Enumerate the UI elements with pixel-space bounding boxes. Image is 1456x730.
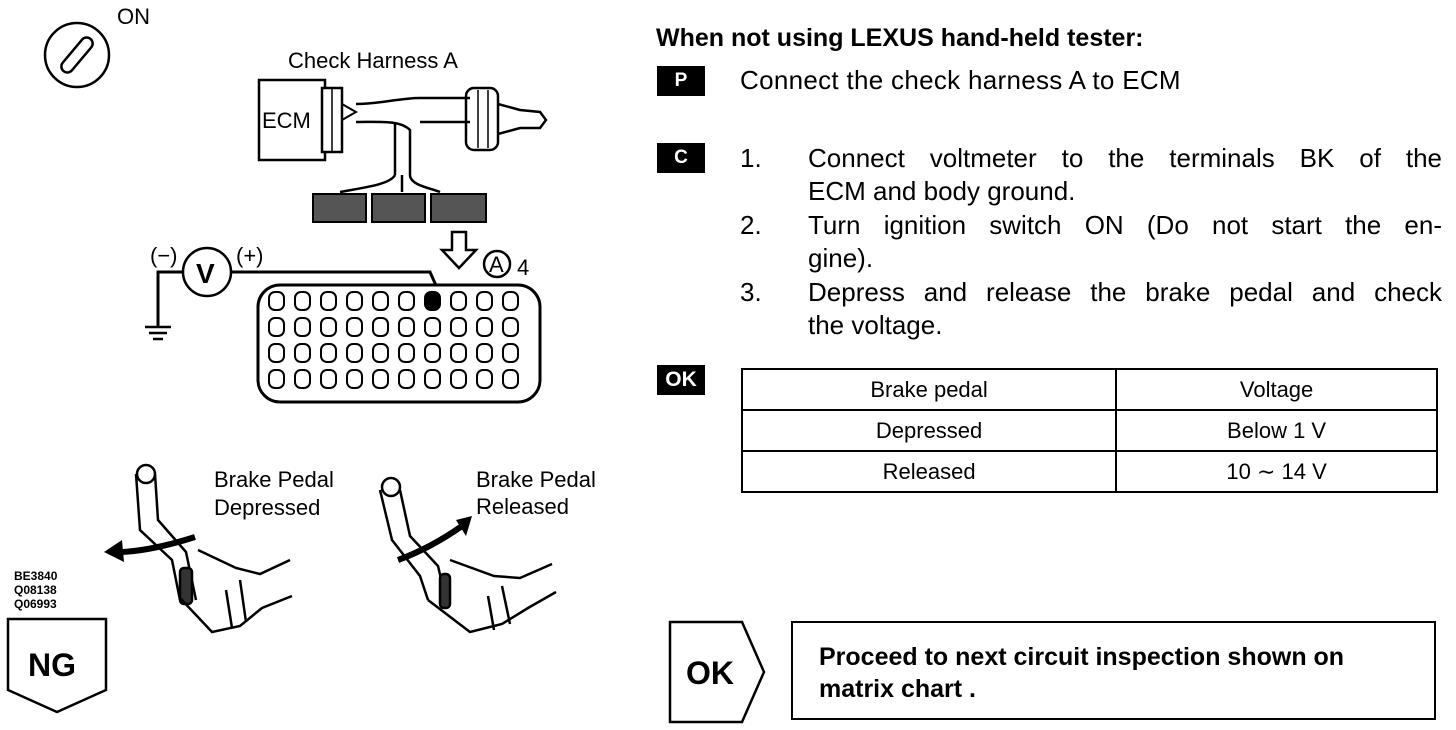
connector-pin	[294, 291, 311, 311]
connector-pin	[502, 369, 519, 389]
connector-pin	[476, 317, 493, 337]
table-row: Released 10 ∼ 14 V	[740, 450, 1438, 493]
connector-pin	[320, 291, 337, 311]
connector-pin	[476, 343, 493, 363]
ecm-box	[257, 78, 359, 162]
step-text-line: Turn ignition switch ON (Do not start th…	[808, 210, 1442, 240]
prep-tag: P	[657, 66, 705, 96]
connector-pin	[450, 343, 467, 363]
connector-pin	[424, 369, 441, 389]
connector-pin	[346, 291, 363, 311]
table-header-cell: Brake pedal	[740, 368, 1118, 411]
release-arrow-icon	[396, 523, 464, 563]
connector-letter: A	[489, 252, 504, 277]
connector-pin	[268, 369, 285, 389]
connector-pin	[424, 317, 441, 337]
connector-pin	[372, 369, 389, 389]
voltmeter-symbol: V	[196, 258, 215, 289]
table-cell: Below 1 V	[1115, 409, 1438, 452]
connector-pin	[476, 369, 493, 389]
connector-pin	[294, 317, 311, 337]
table-cell: 10 ∼ 14 V	[1115, 450, 1438, 493]
step-text-line: the voltage.	[808, 310, 943, 340]
figure-code-3: Q06993	[14, 597, 57, 611]
connector-number: 4	[517, 255, 529, 280]
pedal-depressed-illustration	[134, 463, 293, 634]
figure-code-2: Q08138	[14, 583, 57, 597]
connector-pin	[372, 291, 389, 311]
plus-terminal-label: (+)	[236, 243, 264, 268]
connector-a-circle	[482, 249, 512, 279]
ok-arrow-label: OK	[686, 655, 734, 691]
connector-pin	[268, 317, 285, 337]
check-harness	[339, 86, 548, 194]
depress-arrow-icon	[117, 534, 196, 555]
ng-badge: NG	[28, 647, 76, 683]
pedal-released-label-2: Released	[476, 494, 569, 519]
voltage-spec-table: Brake pedal Voltage Depressed Below 1 V …	[740, 368, 1438, 493]
terminal-bk-pin	[424, 291, 441, 311]
connector-pin	[372, 317, 389, 337]
pedal-depressed-label-2: Depressed	[214, 495, 320, 520]
result-box: Proceed to next circuit inspection shown…	[791, 621, 1436, 720]
table-header-row: Brake pedal Voltage	[740, 368, 1438, 411]
minus-terminal-label: (−)	[150, 243, 178, 268]
connector-pin	[398, 369, 415, 389]
result-text-line: Proceed to next circuit inspection shown…	[819, 643, 1345, 671]
table-header-cell: Voltage	[1115, 368, 1438, 411]
connector-pin	[450, 317, 467, 337]
wiring-illustration: ON Check Harness A ECM A 4 (−) (+) V	[6, 4, 596, 714]
ok-arrow-badge: OK	[668, 620, 766, 724]
step-text-line: Depress and release the brake pedal and …	[808, 277, 1442, 307]
ecm-label: ECM	[262, 108, 311, 133]
connector-pin	[398, 343, 415, 363]
connector-pin	[268, 343, 285, 363]
connector-pin	[346, 369, 363, 389]
step-number: 3.	[740, 277, 762, 307]
table-cell: Depressed	[740, 409, 1118, 452]
connector-pin	[294, 343, 311, 363]
connector-pin	[450, 369, 467, 389]
connector-pin	[398, 317, 415, 337]
pedal-depressed-label-1: Brake Pedal	[214, 467, 334, 492]
ignition-on-label: ON	[117, 4, 150, 29]
ok-tag: OK	[657, 365, 705, 395]
step-text-line: ECM and body ground.	[808, 176, 1076, 206]
check-tag: C	[657, 143, 705, 173]
step-text-line: Connect voltmeter to the terminals BK of…	[808, 143, 1442, 173]
ground-icon	[145, 325, 171, 341]
check-harness-label: Check Harness A	[288, 48, 458, 73]
connector-pin	[320, 369, 337, 389]
connector-pin	[320, 317, 337, 337]
down-arrow-icon	[439, 230, 479, 270]
step-text-line: gine).	[808, 243, 874, 273]
pedal-released-label-1: Brake Pedal	[476, 467, 596, 492]
connector-pin	[476, 291, 493, 311]
step-number: 2.	[740, 210, 762, 240]
figure-code-1: BE3840	[14, 569, 58, 583]
connector-pin	[502, 343, 519, 363]
ecm-connector-pin-grid	[256, 283, 542, 404]
ignition-key-icon	[43, 21, 111, 89]
connector-pin	[398, 291, 415, 311]
connector-pin	[502, 291, 519, 311]
connector-pin	[502, 317, 519, 337]
connector-pin	[450, 291, 467, 311]
connector-pin	[424, 343, 441, 363]
connector-pin	[372, 343, 389, 363]
section-heading: When not using LEXUS hand-held tester:	[656, 24, 1144, 52]
connector-pin	[294, 369, 311, 389]
connector-pin	[346, 343, 363, 363]
table-row: Depressed Below 1 V	[740, 409, 1438, 452]
ng-badge-shape	[6, 617, 108, 714]
prep-text: Connect the check harness A to ECM	[740, 65, 1181, 95]
connector-pin	[320, 343, 337, 363]
result-text-line: matrix chart .	[819, 675, 977, 703]
connector-pin	[346, 317, 363, 337]
step-number: 1.	[740, 143, 762, 173]
harness-connectors	[312, 193, 487, 223]
table-cell: Released	[740, 450, 1118, 493]
connector-pin	[268, 291, 285, 311]
